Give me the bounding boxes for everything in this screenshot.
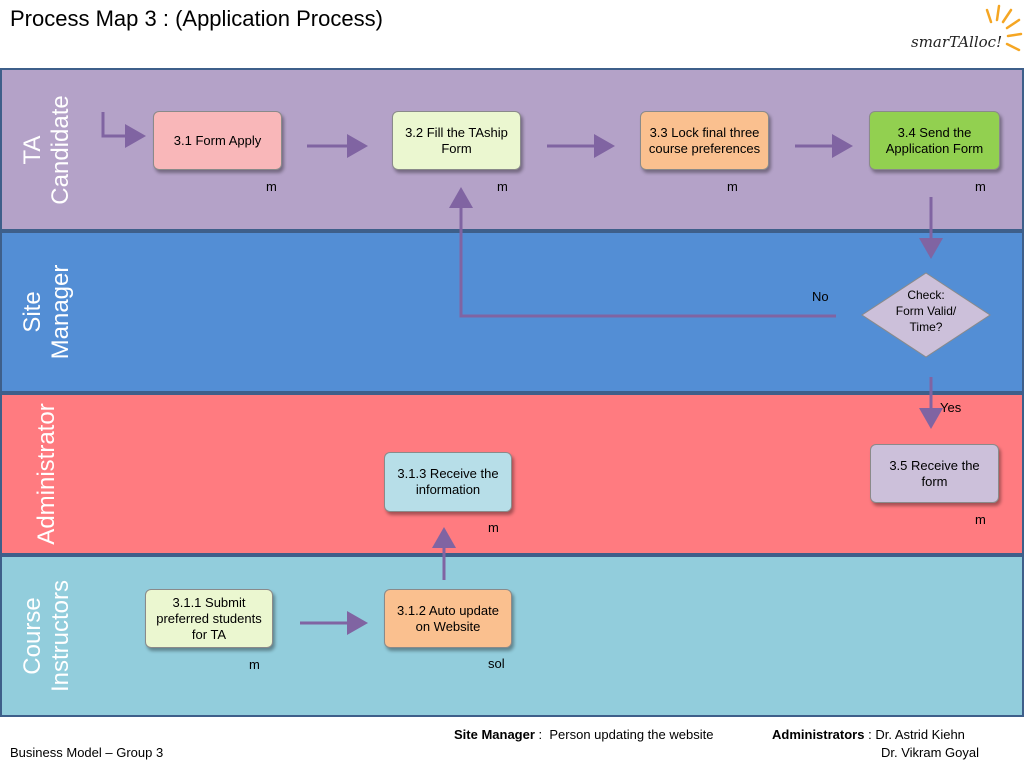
node-3-4-send-form: 3.4 Send the Application Form bbox=[869, 111, 1000, 170]
node-3-1-1-submit-students: 3.1.1 Submit preferred students for TA bbox=[145, 589, 273, 648]
node-3-1-form-apply: 3.1 Form Apply bbox=[153, 111, 282, 170]
smartalloc-logo: smarTAlloc! bbox=[911, 4, 1023, 52]
node-tag: sol bbox=[488, 656, 505, 671]
footer-site-manager: Site Manager : Person updating the websi… bbox=[454, 727, 714, 742]
node-tag: m bbox=[975, 179, 986, 194]
page-title: Process Map 3 : (Application Process) bbox=[10, 6, 383, 31]
node-tag: m bbox=[249, 657, 260, 672]
node-3-5-receive-form: 3.5 Receive the form bbox=[870, 444, 999, 503]
node-3-3-lock-preferences: 3.3 Lock final three course preferences bbox=[640, 111, 769, 170]
node-tag: m bbox=[266, 179, 277, 194]
lane-administrator: Administrator bbox=[0, 393, 1024, 555]
footer-administrators: Administrators : Dr. Astrid Kiehn bbox=[772, 727, 965, 742]
node-3-1-2-auto-update: 3.1.2 Auto update on Website bbox=[384, 589, 512, 648]
lane-label: Administrator bbox=[33, 403, 60, 545]
node-3-2-fill-form: 3.2 Fill the TAship Form bbox=[392, 111, 521, 170]
svg-text:smarTAlloc!: smarTAlloc! bbox=[911, 33, 1002, 51]
node-tag: m bbox=[727, 179, 738, 194]
node-3-1-3-receive-info: 3.1.3 Receive the information bbox=[384, 452, 512, 512]
edge-label-no: No bbox=[812, 289, 829, 304]
footer-group: Business Model – Group 3 bbox=[10, 745, 164, 760]
node-tag: m bbox=[497, 179, 508, 194]
node-tag: m bbox=[975, 512, 986, 527]
decision-check-label: Check: Form Valid/ Time? bbox=[895, 288, 957, 334]
edge-label-yes: Yes bbox=[940, 400, 962, 415]
node-tag: m bbox=[488, 520, 499, 535]
footer-admin-name2: Dr. Vikram Goyal bbox=[881, 745, 980, 760]
